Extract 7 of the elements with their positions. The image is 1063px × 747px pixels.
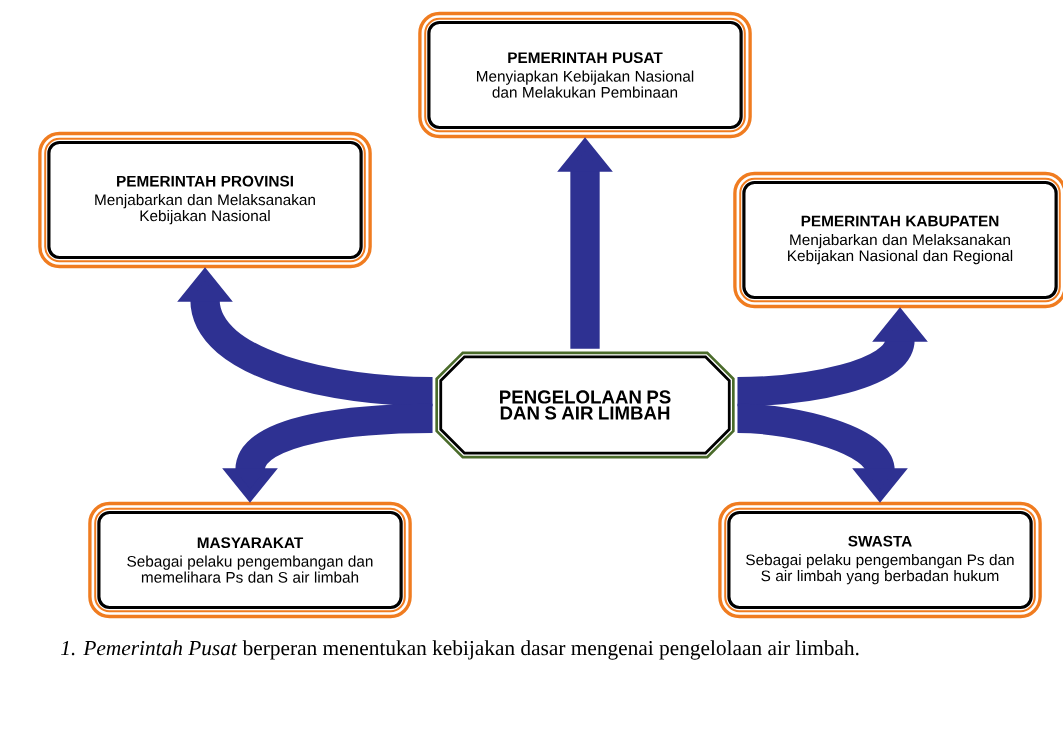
- process-box: SWASTA Sebagai pelaku pengembangan Ps dan S air limbah yang berbadan hukum: [718, 501, 1042, 619]
- process-box: PEMERINTAH KABUPATEN Menjabarkan dan Melaksanakan Kebijakan Nasional dan Regional: [733, 171, 1063, 309]
- paragraph: 1. Pemerintah Pusat berperan menentukan kebijakan dasar mengenai pengelolaan air limbah.: [61, 640, 859, 660]
- octagon-box: PENGELOLAAN PS DAN S AIR LIMBAH: [435, 351, 735, 459]
- process-box: MASYARAKAT Sebagai pelaku pengembangan dan memelihara Ps dan S air limbah: [88, 501, 412, 619]
- process-box: PEMERINTAH PUSAT Menyiapkan Kebijakan Nasional dan Melakukan Pembinaan: [418, 11, 752, 139]
- process-box: PEMERINTAH PROVINSI Menjabarkan dan Melaksanakan Kebijakan Nasional: [38, 131, 372, 269]
